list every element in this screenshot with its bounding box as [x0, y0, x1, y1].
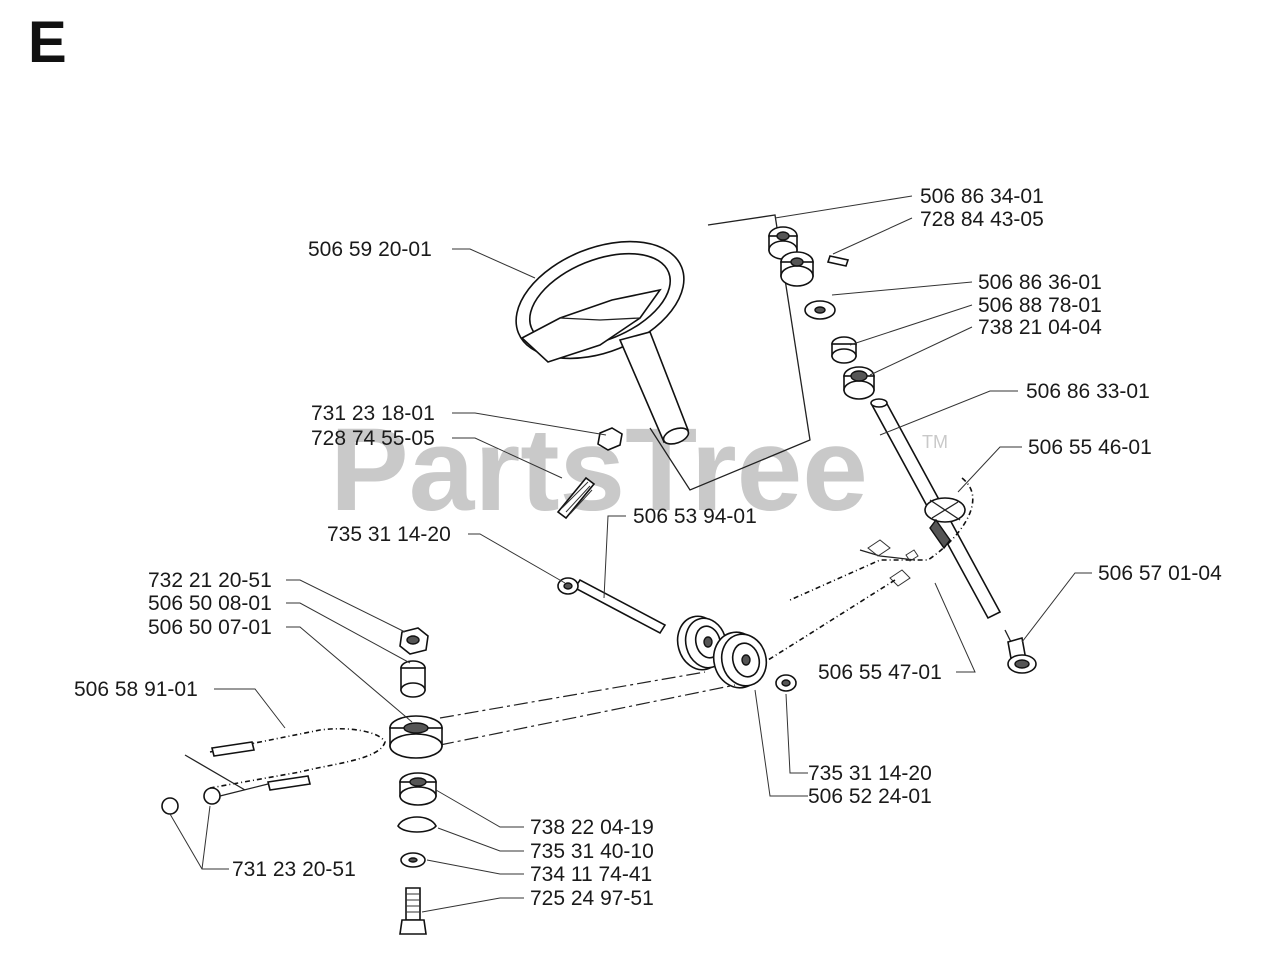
chain-link-upper	[859, 549, 916, 561]
cable-lower	[759, 579, 896, 666]
leader-lines	[169, 195, 1092, 913]
left-pulley-assembly	[389, 627, 443, 935]
part-label: 738 22 04-19	[530, 816, 654, 839]
part-label: 506 55 47-01	[818, 661, 942, 684]
part-number-labels: 506 86 34-01 728 84 43-05 506 59 20-01 5…	[74, 185, 1222, 910]
double-pulley	[676, 615, 768, 689]
part-label: 506 86 34-01	[920, 185, 1044, 208]
part-label: 506 88 78-01	[978, 294, 1102, 317]
left-cable-assembly	[161, 727, 386, 815]
column-bracket-outline	[649, 214, 811, 491]
section-letter: E	[28, 10, 67, 75]
alignment-line-2	[439, 684, 736, 746]
part-label: 506 53 94-01	[633, 505, 757, 528]
part-label: 731 23 20-51	[232, 858, 356, 881]
chain-connector	[905, 549, 919, 562]
part-label: 738 21 04-04	[978, 316, 1102, 339]
upper-column-parts	[768, 226, 875, 400]
part-label: 728 74 55-05	[311, 427, 435, 450]
chain	[789, 477, 974, 601]
part-label: 732 21 20-51	[148, 569, 272, 592]
part-label: 506 57 01-04	[1098, 562, 1222, 585]
sprocket	[924, 497, 966, 550]
watermark-text: PartsTree	[330, 404, 868, 536]
part-label: 506 86 33-01	[1026, 380, 1150, 403]
part-label: 728 84 43-05	[920, 208, 1044, 231]
part-label: 506 50 08-01	[148, 592, 272, 615]
steering-wheel	[515, 240, 690, 445]
part-label: 731 23 18-01	[311, 402, 435, 425]
wheel-nut-and-screw	[556, 427, 623, 520]
part-label: 735 31 40-10	[530, 840, 654, 863]
pulley-nut	[775, 674, 797, 692]
pulley-shaft	[557, 577, 667, 635]
part-label: 725 24 97-51	[530, 887, 654, 910]
part-label: 506 50 07-01	[148, 616, 272, 639]
cable-end-lower	[889, 569, 911, 587]
cable-end-upper	[867, 539, 891, 557]
part-label: 734 11 74-41	[530, 863, 652, 886]
part-label: 506 55 46-01	[1028, 436, 1152, 459]
part-label: 506 86 36-01	[978, 271, 1102, 294]
alignment-line-1	[439, 671, 706, 719]
part-label: 506 58 91-01	[74, 678, 198, 701]
part-label: 735 31 14-20	[808, 762, 932, 785]
part-label: 506 52 24-01	[808, 785, 932, 808]
watermark-trademark: TM	[922, 432, 948, 452]
part-label: 735 31 14-20	[327, 523, 451, 546]
column-bottom-bolt	[1004, 629, 1037, 674]
part-label: 506 59 20-01	[308, 238, 432, 261]
